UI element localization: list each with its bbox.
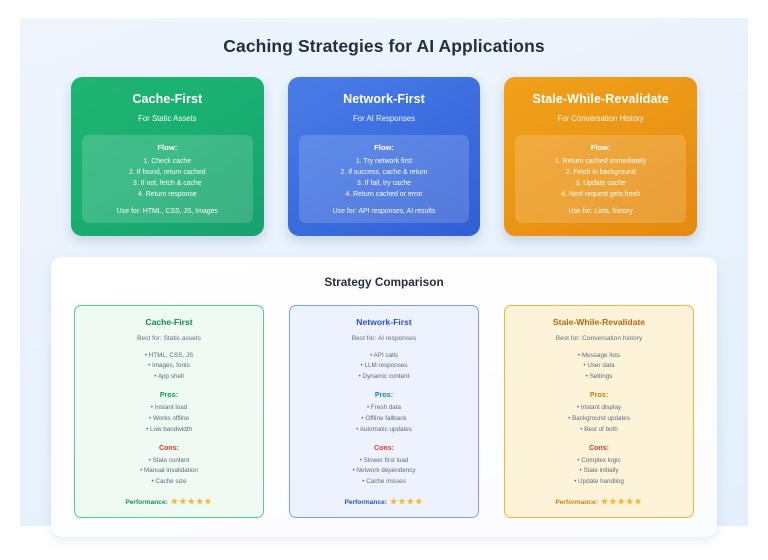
flow-step: 2. Fetch in background [565,168,636,176]
con-bullet: • Stale content [148,456,190,464]
flow-step: 4. Next request gets fresh [561,190,641,198]
pro-bullet: • Automatic updates [356,425,412,433]
strategy-subtitle: For AI Responses [353,114,415,123]
page-title: Caching Strategies for AI Applications [223,36,545,56]
use-for-text: Use for: Lists, history [568,207,633,215]
pros-label: Pros: [159,391,179,400]
use-case-bullet: • App shell [154,373,184,381]
pro-bullet: • Instant display [576,404,622,412]
pro-bullet: • Instant load [150,404,188,412]
strategy-subtitle: For Conversation History [557,114,644,123]
strategy-flow-box: Flow: 1. Return cached immediately 2. Fetc… [515,135,687,223]
flow-step: 1. Return cached immediately [555,158,647,165]
con-bullet: • Cache misses [362,478,406,486]
con-bullet: • Manual invalidation [140,467,198,475]
performance-row: Performance:★★★★★ [512,497,686,506]
use-for-text: Use for: HTML, CSS, JS, Images [116,207,218,215]
pro-bullet: • Offline fallback [361,414,407,422]
cons-label: Cons: [373,443,395,452]
best-for-text: Best for: AI responses [351,334,417,342]
con-bullet: • Cache size [151,478,187,486]
pro-bullet: • Low bandwidth [146,425,192,433]
performance-label: Performance: [344,499,387,507]
performance-label: Performance: [125,499,168,507]
use-case-bullet: • Images, fonts [148,362,190,370]
performance-label: Performance: [555,499,598,507]
performance-stars: ★★★★ [390,497,424,507]
performance-stars: ★★★★★ [600,497,643,507]
performance-stars: ★★★★★ [170,497,213,507]
pro-bullet: • Best of both [580,425,618,433]
use-for-text: Use for: API responses, AI results [332,207,436,215]
con-bullet: • Complex logic [577,456,621,464]
flow-step: 2. If success, cache & return [340,168,428,176]
flow-label: Flow: [590,143,611,152]
performance-row: Performance:★★★★★ [82,497,256,506]
strategy-subtitle: For Static Assets [138,114,197,123]
comparison-card-title: Stale-While-Revalidate [552,316,646,327]
strategy-title: Network-First [343,92,425,106]
con-bullet: • Update handling [574,478,624,486]
con-bullet: • Stale initially [579,467,619,475]
best-for-text: Best for: Conversation history [555,334,643,342]
con-bullet: • Slower first load [359,456,409,464]
pro-bullet: • Background updates [568,414,630,422]
best-for-text: Best for: Static assets [137,334,201,342]
flow-step: 3. If not, fetch & cache [133,179,202,187]
strategy-title: Stale-While-Revalidate [532,92,669,106]
con-bullet: • Network dependency [352,467,416,475]
flow-step: 2. If found, return cached [129,168,206,176]
use-case-bullet: • Settings [585,373,613,381]
performance-row: Performance:★★★★ [297,497,471,506]
use-case-bullet: • Message lists [577,351,621,359]
strategy-flow-box: Flow: 1. Try network first 2. If success, … [298,135,470,223]
use-case-bullet: • LLM responses [360,362,408,370]
pro-bullet: • Fresh data [366,404,402,412]
use-case-bullet: • Dynamic content [358,373,410,381]
comparison-heading: Strategy Comparison [324,274,444,289]
pro-bullet: • Works offline [148,414,190,422]
strategy-flow-box: Flow: 1. Check cache 2. If found, return c… [82,135,253,223]
flow-step: 1. Try network first [355,158,413,165]
flow-step: 1. Check cache [143,158,192,165]
comparison-card-title: Network-First [356,316,412,327]
strategy-title: Cache-First [132,92,203,106]
pros-label: Pros: [589,391,609,400]
cons-label: Cons: [588,443,610,452]
cons-label: Cons: [158,443,180,452]
flow-step: 3. If fail, try cache [357,179,411,187]
use-case-bullet: • HTML, CSS, JS [144,351,194,359]
page-canvas: Caching Strategies for AI Applications C… [20,18,748,538]
use-case-bullet: • API calls [369,351,399,359]
flow-label: Flow: [157,143,178,152]
pros-label: Pros: [374,391,394,400]
flow-step: 4. Return cached or error [345,190,423,198]
flow-step: 4. Return response [138,190,197,198]
comparison-card-title: Cache-First [145,316,193,327]
flow-label: Flow: [374,143,394,152]
flow-step: 3. Update cache [575,179,626,187]
use-case-bullet: • User data [583,362,615,370]
